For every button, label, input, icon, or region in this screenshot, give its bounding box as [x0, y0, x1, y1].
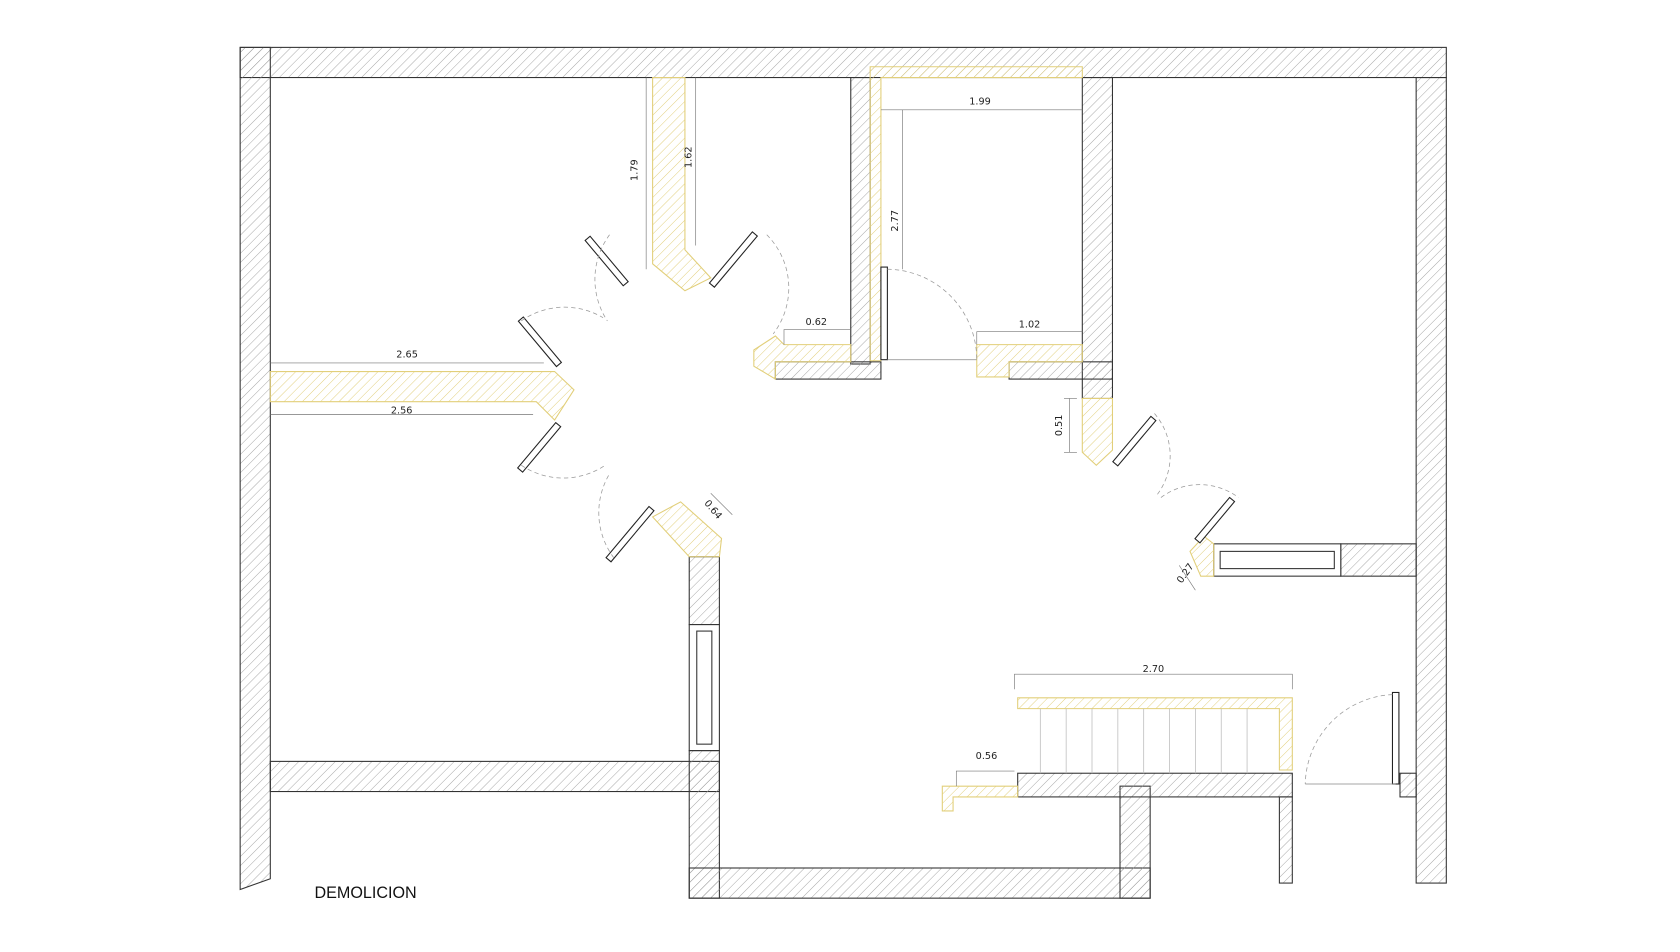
demo-wall-left [269, 371, 575, 421]
dim-2-56: 2.56 [391, 406, 413, 417]
dimension-lines [270, 77, 1293, 787]
stair-base-wall [1017, 772, 1293, 798]
door-middle [880, 266, 978, 361]
demo-piece-064 [651, 501, 723, 558]
door-right-b [1160, 484, 1239, 544]
door-jamb-right [1399, 772, 1417, 798]
partition-wall-c [1081, 77, 1113, 399]
demo-piece-062 [753, 335, 852, 381]
bottom-wall-step [1119, 785, 1151, 899]
drawing-title: DEMOLICION [314, 884, 416, 902]
partition-wall-f [688, 556, 720, 626]
dim-1-02: 1.02 [1019, 319, 1041, 330]
demo-piece-056 [941, 785, 1019, 812]
dim-1-62: 1.62 [683, 146, 694, 168]
partition-wall-d [1008, 361, 1113, 380]
left-wall [239, 46, 271, 891]
door-entrance [1304, 691, 1400, 785]
dim-0-62: 0.62 [806, 317, 828, 328]
right-wall [1415, 76, 1447, 884]
bottom-wall-left [269, 760, 720, 793]
stairs [1039, 708, 1248, 774]
dim-2-65: 2.65 [396, 350, 418, 361]
door-left-lower [516, 421, 606, 479]
dim-2-70: 2.70 [1143, 664, 1165, 675]
bottom-wall [688, 867, 1151, 899]
dim-0-56: 0.56 [976, 751, 998, 762]
partition-wall-b [774, 361, 882, 380]
door-right-a [1112, 413, 1171, 496]
door-left-upper [517, 306, 604, 368]
demolition-walls [269, 66, 1293, 812]
dim-1-79: 1.79 [630, 159, 641, 181]
demo-wall-top-left [652, 77, 712, 292]
dim-2-77: 2.77 [890, 210, 901, 232]
bottom-wall-stub [1278, 796, 1293, 884]
partition-wall-e [1340, 543, 1417, 577]
door-bottom-left [598, 473, 655, 563]
existing-walls [239, 46, 1447, 899]
top-wall [239, 46, 1447, 79]
dim-0-27: 0.27 [1175, 562, 1196, 586]
window-left-glass [696, 630, 713, 745]
dim-1-99: 1.99 [969, 96, 991, 107]
dimension-labels: 1.79 1.62 1.99 2.77 0.62 1.02 2.65 2.56 … [391, 96, 1197, 762]
door-top-left-a [584, 234, 629, 322]
dim-0-51: 0.51 [1054, 415, 1065, 437]
dim-0-64: 0.64 [702, 498, 724, 522]
demo-piece-102 [976, 344, 1083, 378]
window-right-glass [1219, 550, 1335, 570]
doors [516, 231, 1400, 785]
demo-piece-051 [1081, 397, 1113, 466]
door-top-left-b [708, 231, 790, 335]
partition-wall-a [850, 76, 871, 365]
demo-wall-middle [869, 66, 1083, 362]
demo-stair-rail [1017, 697, 1293, 771]
